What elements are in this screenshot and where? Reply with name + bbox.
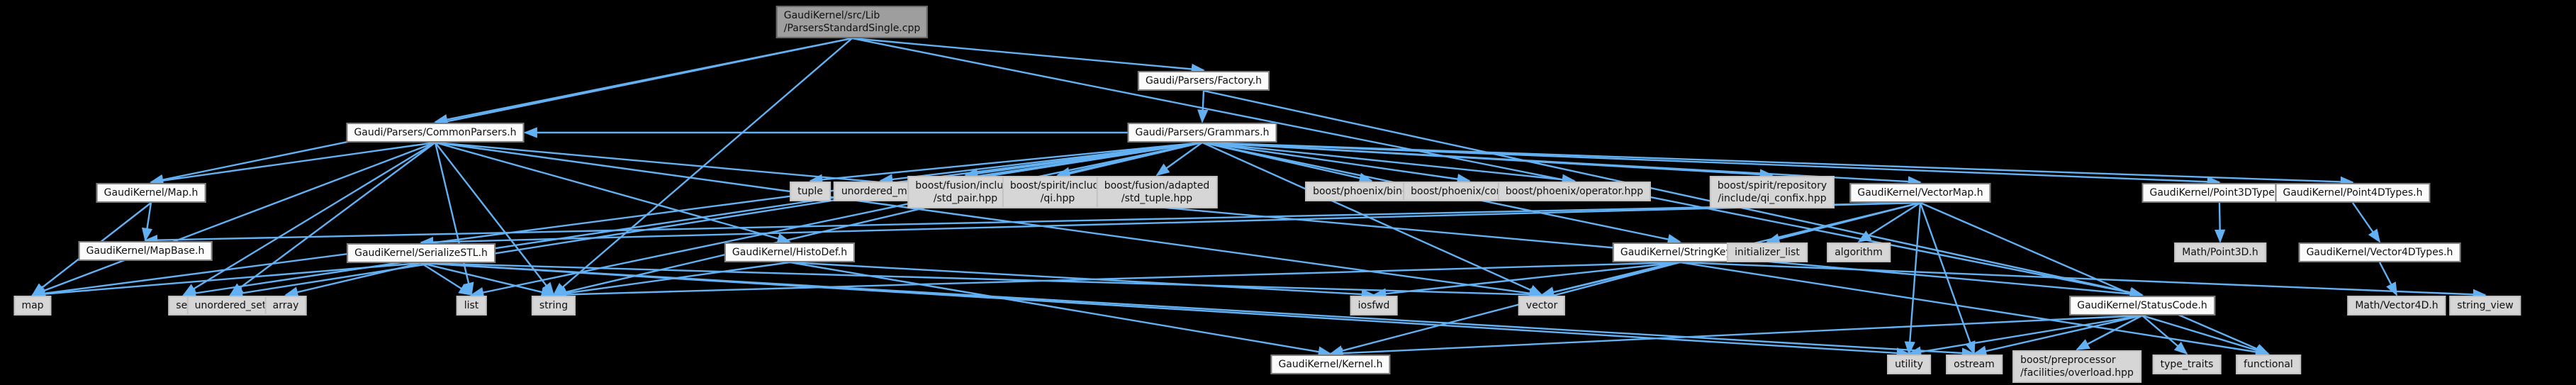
include-edge-grammars-h--vector bbox=[1202, 141, 1543, 296]
include-edge-serialize-stl-h--array bbox=[284, 262, 422, 298]
node-list: list bbox=[456, 296, 487, 316]
node-iosfwd: iosfwd bbox=[1350, 296, 1398, 316]
include-edge-common-parsers-h--list bbox=[434, 142, 474, 296]
include-edge-point4d-types-h--vector4d-types-h bbox=[2352, 202, 2381, 243]
include-edge-vector-map-h--ostream bbox=[1919, 202, 1976, 355]
node-tuple: tuple bbox=[790, 182, 831, 201]
node-point4d-types-h[interactable]: GaudiKernel/Point4DTypes.h bbox=[2275, 183, 2431, 203]
node-grammars-h[interactable]: Gaudi/Parsers/Grammars.h bbox=[1127, 123, 1277, 143]
include-edge-parsers-standard-single-cpp--map-h bbox=[150, 37, 853, 186]
node-map: map bbox=[13, 296, 52, 316]
node-map-h[interactable]: GaudiKernel/Map.h bbox=[96, 183, 206, 203]
node-qi-confix-hpp: boost/spirit/repository /include/qi_conf… bbox=[1709, 176, 1835, 208]
node-vector: vector bbox=[1518, 296, 1566, 316]
node-std-tuple-hpp: boost/fusion/adapted /std_tuple.hpp bbox=[1096, 176, 1218, 208]
include-edge-string-key-h--string bbox=[552, 261, 1681, 301]
node-overload-hpp: boost/preprocessor /facilities/overload.… bbox=[2012, 350, 2141, 383]
include-edge-status-code-h--overload-hpp bbox=[2076, 314, 2143, 351]
node-factory-h[interactable]: Gaudi/Parsers/Factory.h bbox=[1137, 71, 1270, 91]
include-edge-grammars-h--phoenix-core-hpp bbox=[1202, 141, 1471, 185]
include-edge-vector-map-h--serialize-stl-h bbox=[420, 201, 1921, 248]
include-edge-string-key-h--vector bbox=[1540, 261, 1681, 298]
include-edge-grammars-h--tuple bbox=[809, 141, 1203, 185]
node-string-key-h[interactable]: GaudiKernel/StringKey.h bbox=[1612, 242, 1748, 262]
include-edge-string-key-h--string-view bbox=[1679, 261, 2487, 300]
node-string-view: string_view bbox=[2449, 296, 2521, 316]
include-edge-grammars-h--string bbox=[552, 141, 1203, 298]
include-edge-common-parsers-h--map-h bbox=[150, 141, 436, 186]
include-edge-string-key-h--kernel-h bbox=[1329, 261, 1681, 357]
include-edge-histo-def-h--iosfwd bbox=[789, 261, 1375, 300]
node-serialize-stl-h[interactable]: GaudiKernel/SerializeSTL.h bbox=[347, 243, 495, 263]
node-qi-hpp: boost/spirit/include /qi.hpp bbox=[1002, 176, 1114, 208]
include-edge-vector4d-types-h--math-vector4d-h bbox=[2378, 262, 2398, 296]
include-edge-serialize-stl-h--map bbox=[31, 262, 422, 300]
node-kernel-h[interactable]: GaudiKernel/Kernel.h bbox=[1270, 355, 1391, 374]
include-edge-status-code-h--kernel-h bbox=[1329, 314, 2143, 359]
include-edge-factory-h--grammars-h bbox=[1197, 90, 1209, 123]
include-edge-status-code-h--type-traits bbox=[2141, 315, 2188, 355]
node-unordered-set: unordered_set bbox=[186, 296, 274, 316]
node-array: array bbox=[264, 296, 307, 316]
node-phoenix-operator-hpp: boost/phoenix/operator.hpp bbox=[1497, 182, 1652, 201]
node-status-code-h[interactable]: GaudiKernel/StatusCode.h bbox=[2069, 296, 2215, 316]
include-edge-grammars-h--list bbox=[470, 141, 1203, 298]
include-edge-vector-map-h--utility bbox=[1904, 202, 1922, 355]
node-math-point3d-h: Math/Point3D.h bbox=[2174, 242, 2266, 262]
include-edge-point3d-types-h--math-point3d-h bbox=[2214, 202, 2226, 243]
include-edge-status-code-h--functional bbox=[2141, 314, 2270, 356]
include-edge-histo-def-h--string bbox=[552, 261, 790, 299]
node-type-traits: type_traits bbox=[2152, 355, 2222, 374]
node-histo-def-h[interactable]: GaudiKernel/HistoDef.h bbox=[724, 242, 856, 262]
node-parsers-standard-single-cpp: GaudiKernel/src/Lib /ParsersStandardSing… bbox=[775, 6, 929, 38]
include-edge-common-parsers-h--map bbox=[31, 141, 436, 296]
include-edge-grammars-h--map bbox=[31, 141, 1203, 299]
node-functional: functional bbox=[2236, 355, 2301, 374]
include-edge-vector-map-h--map-base-h bbox=[144, 201, 1921, 246]
node-ostream: ostream bbox=[1946, 355, 2003, 374]
include-edge-serialize-stl-h--list bbox=[420, 262, 473, 296]
node-vector4d-types-h[interactable]: GaudiKernel/Vector4DTypes.h bbox=[2298, 242, 2461, 262]
include-edge-grammars-h--vector-map-h bbox=[1202, 141, 1922, 187]
node-map-base-h[interactable]: GaudiKernel/MapBase.h bbox=[78, 241, 213, 261]
include-edge-histo-def-h--kernel-h bbox=[789, 261, 1332, 357]
include-edge-map-h--map-base-h bbox=[141, 202, 153, 242]
node-math-vector4d-h: Math/Vector4D.h bbox=[2347, 296, 2446, 316]
include-edge-grammars-h--std-tuple-hpp bbox=[1155, 142, 1203, 177]
include-edge-status-code-h--utility bbox=[1908, 314, 2143, 357]
include-edge-parsers-standard-single-cpp--status-code-h bbox=[851, 37, 2144, 298]
node-vector-map-h[interactable]: GaudiKernel/VectorMap.h bbox=[1849, 183, 1991, 203]
node-utility: utility bbox=[1887, 355, 1931, 374]
include-edge-grammars-h--phoenix-operator-hpp bbox=[1202, 141, 1576, 185]
include-edge-factory-h--status-code-h bbox=[1203, 89, 2144, 298]
include-edge-grammars-h--set bbox=[182, 141, 1203, 299]
include-edge-string-key-h--iosfwd bbox=[1372, 261, 1681, 299]
include-edge-serialize-stl-h--string bbox=[420, 262, 555, 298]
node-string: string bbox=[531, 296, 576, 316]
node-common-parsers-h[interactable]: Gaudi/Parsers/CommonParsers.h bbox=[346, 123, 525, 143]
include-edge-common-parsers-h--histo-def-h bbox=[435, 141, 791, 244]
node-point3d-types-h[interactable]: GaudiKernel/Point3DTypes.h bbox=[2141, 183, 2297, 203]
include-edge-common-parsers-h--vector bbox=[435, 141, 1543, 299]
include-edge-common-parsers-h--unordered-set bbox=[229, 142, 436, 296]
include-edge-grammars-h--point4d-types-h bbox=[1202, 141, 2354, 188]
include-edge-vector-map-h--algorithm bbox=[1857, 201, 1921, 243]
node-initializer-list: initializer_list bbox=[1727, 242, 1808, 262]
include-edge-serialize-stl-h--vector bbox=[420, 262, 1543, 301]
include-edge-parsers-standard-single-cpp--factory-h bbox=[851, 37, 1205, 75]
node-algorithm: algorithm bbox=[1827, 242, 1891, 262]
include-edge-status-code-h--ostream bbox=[1973, 314, 2143, 357]
